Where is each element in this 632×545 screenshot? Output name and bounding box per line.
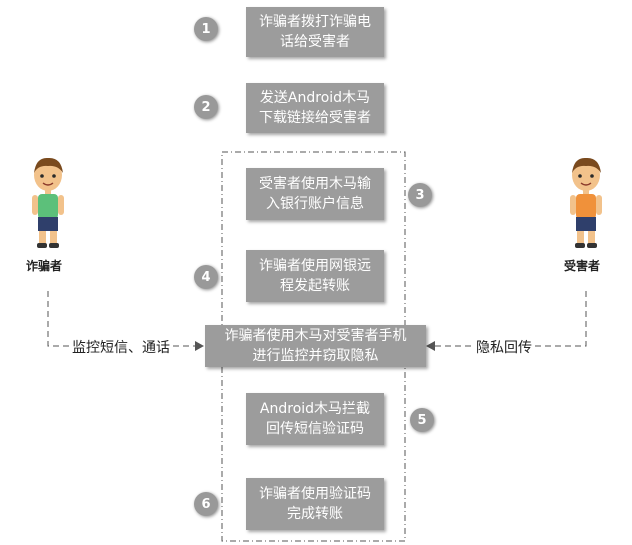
step-6-box: 诈骗者使用验证码 完成转账 xyxy=(246,478,384,530)
step-5-box: Android木马拦截 回传短信验证码 xyxy=(246,393,384,445)
step-1-badge: 1 xyxy=(194,17,218,41)
step-5-badge: 5 xyxy=(410,408,434,432)
step-1-box: 诈骗者拨打诈骗电 话给受害者 xyxy=(246,7,384,57)
step-3-badge: 3 xyxy=(408,183,432,207)
step-2-badge: 2 xyxy=(194,95,218,119)
victim-figure-icon xyxy=(570,157,602,248)
left-edge-label: 监控短信、通话 xyxy=(70,337,172,357)
step-3-box: 受害者使用木马输 入银行账户信息 xyxy=(246,168,384,220)
right-connector-line xyxy=(434,291,587,347)
right-arrowhead xyxy=(426,341,435,351)
right-edge-label: 隐私回传 xyxy=(474,337,534,357)
step-4-badge: 4 xyxy=(194,265,218,289)
step-4-box: 诈骗者使用网银远 程发起转账 xyxy=(246,250,384,302)
central-monitoring-box: 诈骗者使用木马对受害者手机 进行监控并窃取隐私 xyxy=(205,325,426,367)
victim-label: 受害者 xyxy=(564,259,601,273)
left-arrowhead xyxy=(195,341,204,351)
step-6-badge: 6 xyxy=(194,492,218,516)
step-2-box: 发送Android木马 下载链接给受害者 xyxy=(246,83,384,133)
scammer-label: 诈骗者 xyxy=(26,259,63,273)
scammer-figure-icon xyxy=(32,157,64,248)
